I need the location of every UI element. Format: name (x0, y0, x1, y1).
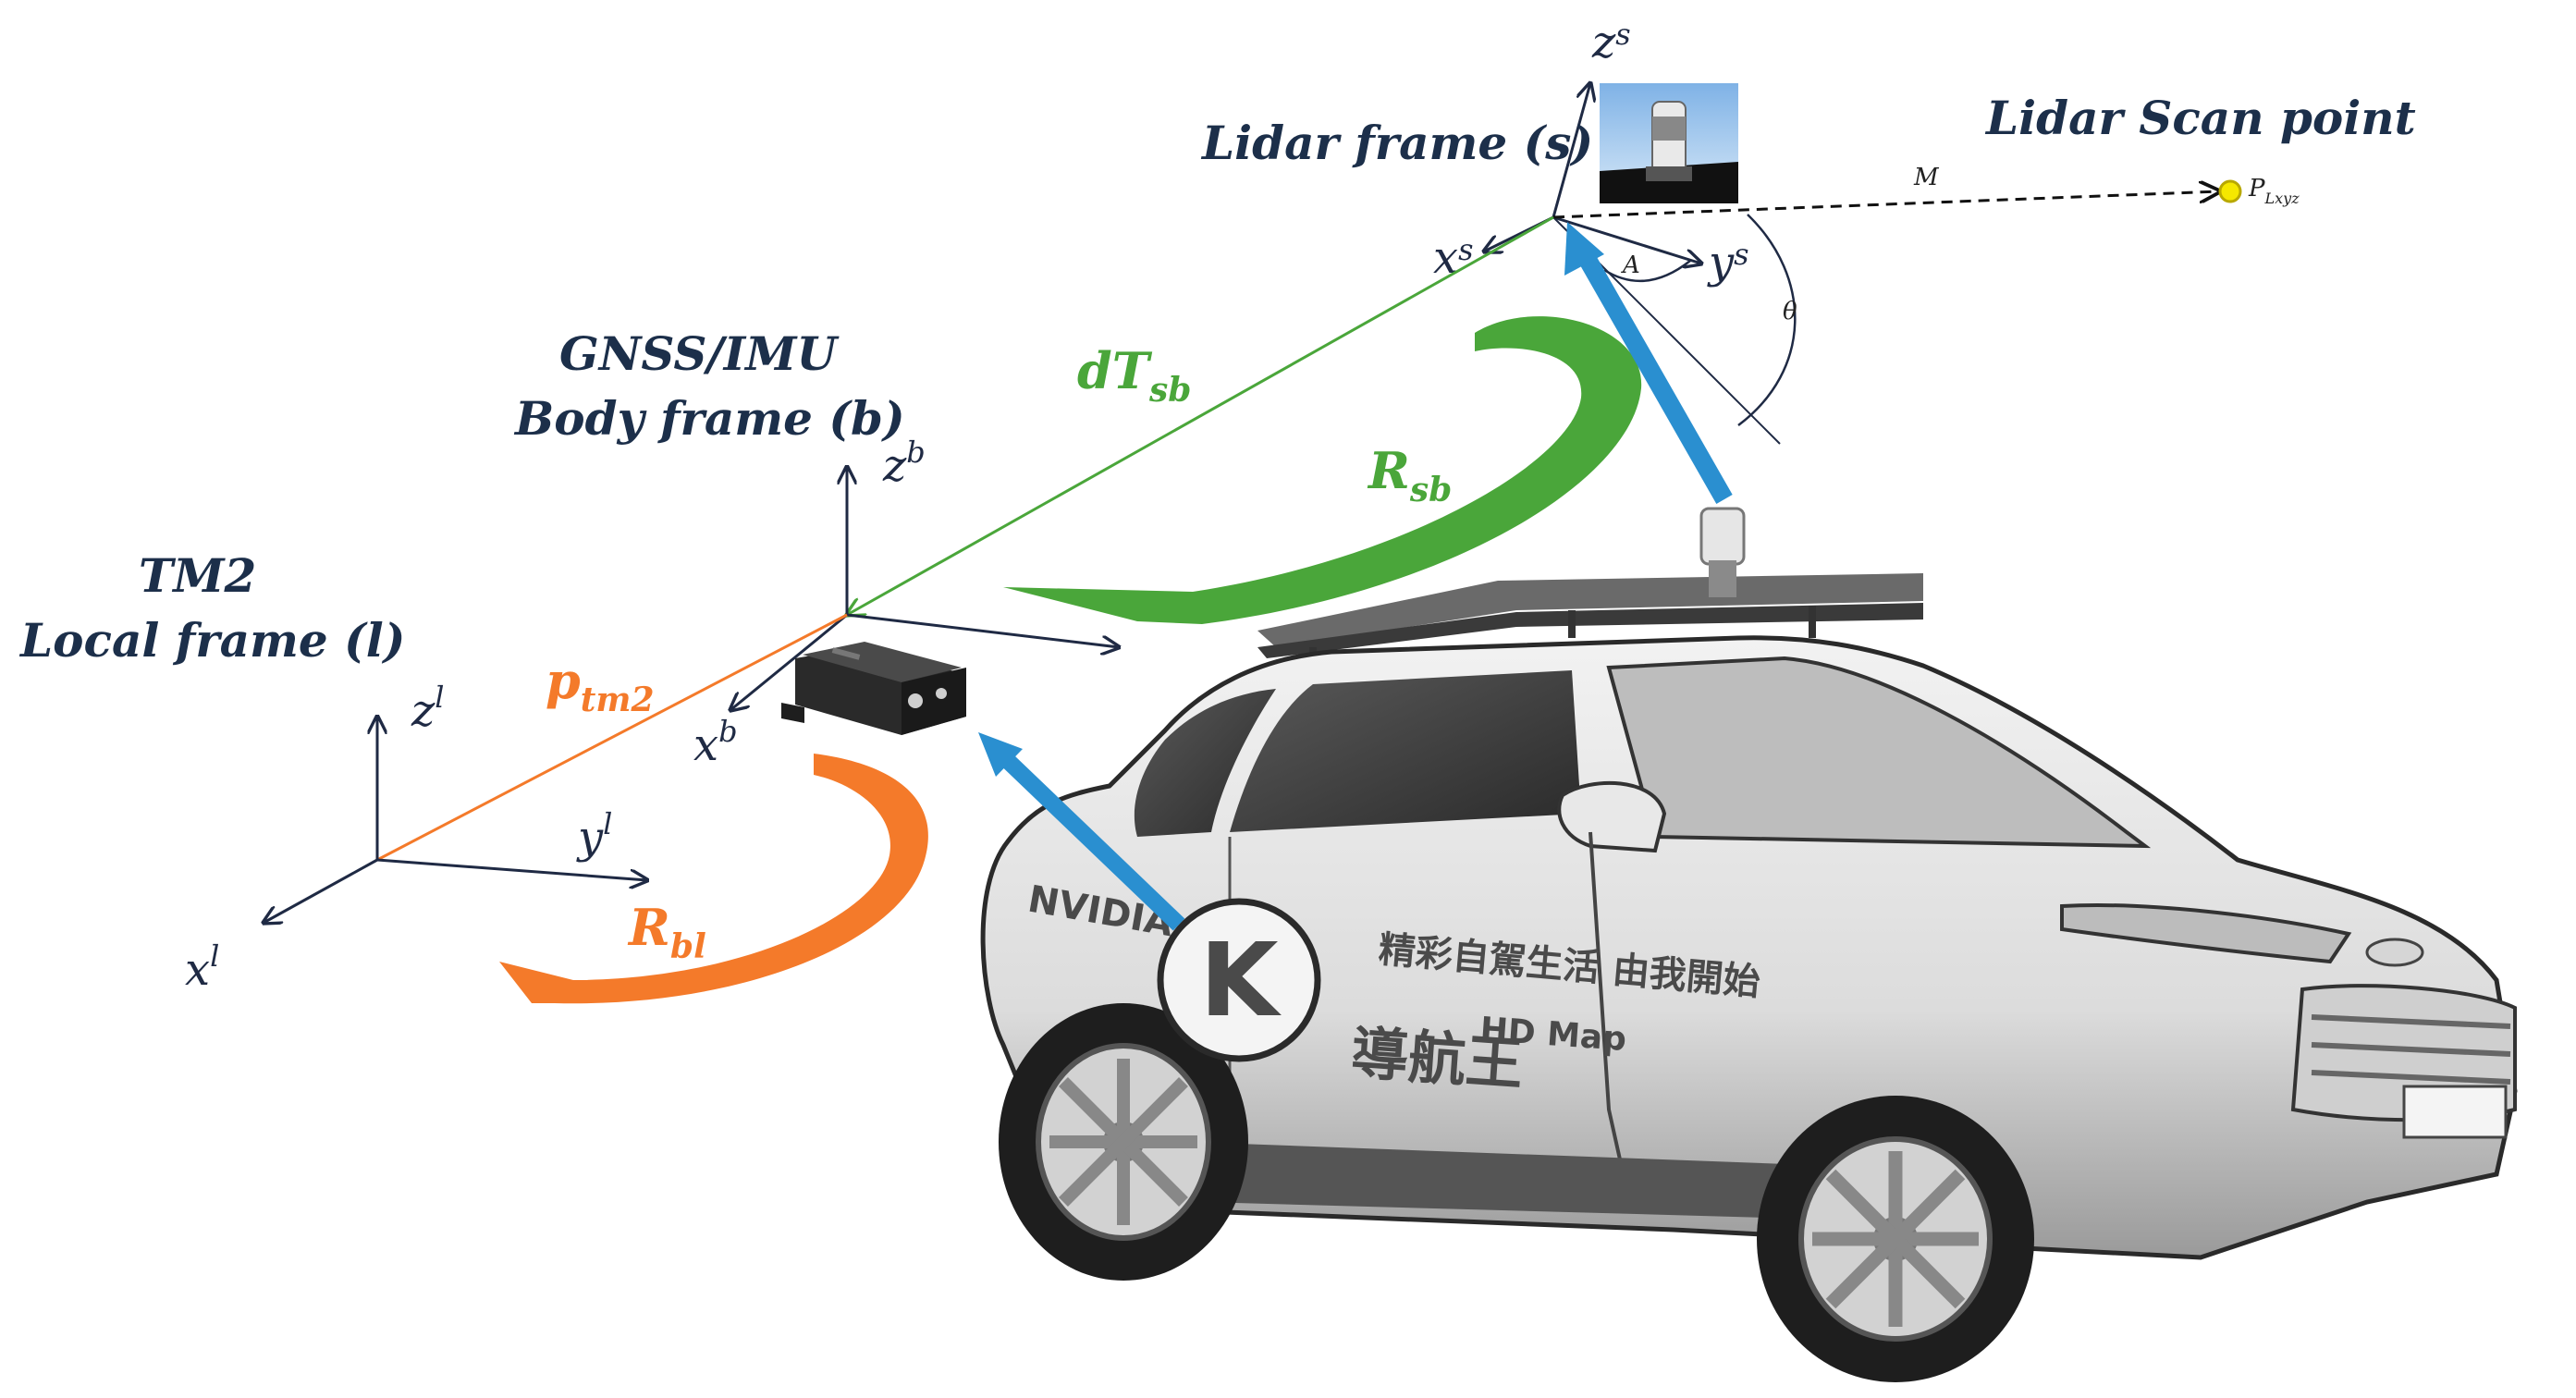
scan-point-title: Lidar Scan point (1984, 91, 2416, 145)
lidar-frame-title: Lidar frame (s) (1200, 116, 1593, 170)
azimuth-arc (1603, 260, 1691, 283)
R-sb-label: Rsb (1367, 441, 1452, 509)
local-frame-axes (264, 717, 647, 923)
scan-point-marker (2218, 179, 2242, 203)
local-z-label: zl (411, 680, 445, 737)
range-label: M (1913, 164, 1940, 191)
R-bl-label: Rbl (627, 898, 706, 966)
imu-pointer-arrow (978, 732, 1185, 931)
azimuth-label: A (1621, 251, 1640, 279)
decal-logo-circle (1157, 898, 1321, 1062)
scan-ray (1552, 191, 2219, 219)
scan-point-label: PLxyz (2248, 175, 2300, 207)
rear-wheel (999, 1003, 1248, 1281)
body-x-axis (730, 613, 848, 710)
body-frame-axes (730, 467, 1119, 710)
roof-lidar-mount (1699, 507, 1746, 597)
body-y-axis (846, 613, 1119, 647)
local-frame-title-line2: Local frame (l) (18, 613, 405, 668)
windshield (1606, 656, 2152, 849)
body-frame-title-line2: Body frame (b) (513, 391, 905, 446)
license-plate (2402, 1085, 2508, 1139)
p-tm2-vector (376, 613, 848, 862)
lidar-z-label: zs (1591, 17, 1631, 68)
side-mirror (1557, 780, 1667, 853)
lidar-x-label: xs (1433, 232, 1474, 284)
gnss-imu-device (781, 642, 966, 735)
lidar-y-label: ys (1707, 237, 1749, 288)
elevation-label: θ (1783, 298, 1797, 325)
dT-sb-label: dTsb (1077, 341, 1191, 410)
body-frame-title-line1: GNSS/IMU (559, 326, 840, 381)
lidar-frame-axes (1484, 83, 2242, 445)
vehicle-image: K 精彩自駕生活 由我開始 導航王 HD Map NVIDIA (980, 507, 2518, 1382)
elevation-arc (1737, 214, 1797, 426)
local-y-axis (376, 858, 647, 880)
decal-brand-name: 導航王 (1349, 1019, 1526, 1098)
front-wheel (1757, 1096, 2034, 1382)
rear-side-window (1134, 689, 1276, 837)
R-sb-rotation-arrow (1003, 316, 1642, 624)
lidar-pointer-arrow (1564, 222, 1733, 504)
body-z-label: zb (882, 435, 926, 492)
body-x-label: xb (693, 714, 738, 771)
local-x-axis (264, 858, 378, 923)
local-x-label: xl (185, 938, 219, 996)
local-frame-title-line1: TM2 (139, 548, 256, 603)
R-bl-rotation-arrow (499, 754, 928, 1004)
local-y-label: yl (576, 806, 612, 864)
front-side-window (1230, 670, 1581, 832)
p-tm2-label: ptm2 (546, 651, 655, 719)
lidar-sensor-photo (1600, 83, 1738, 203)
dT-sb-vector (847, 215, 1554, 615)
lidar-y-axis (1552, 215, 1701, 264)
decal-logo-letter: K (1199, 921, 1282, 1039)
headlight (2060, 903, 2352, 964)
lidar-z-axis (1552, 83, 1590, 218)
